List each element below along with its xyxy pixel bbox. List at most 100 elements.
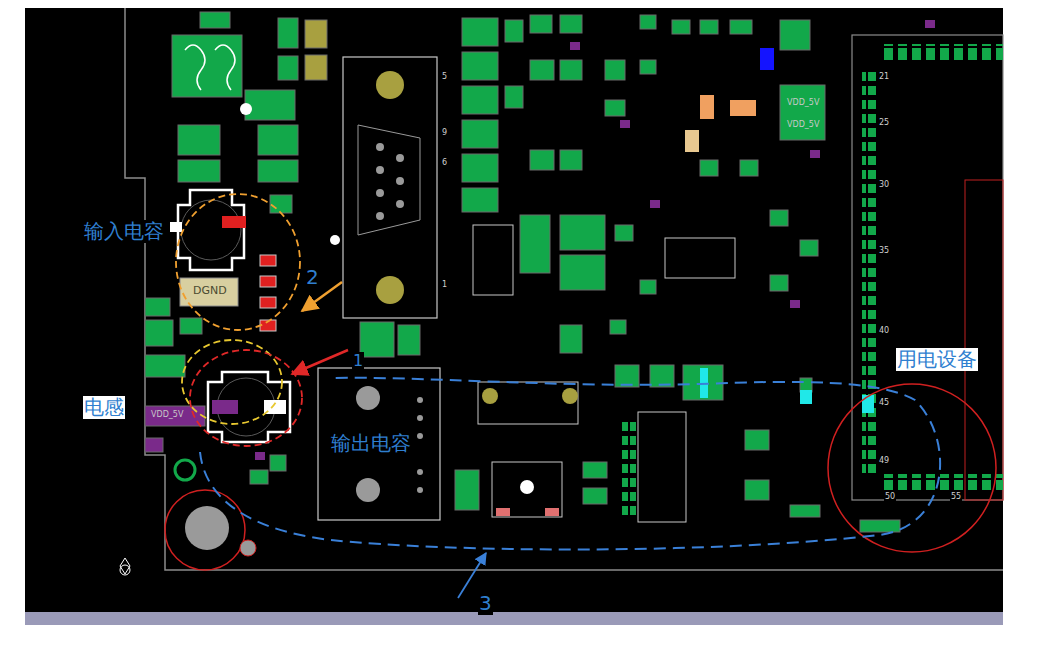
pcb-part [240, 103, 252, 115]
pcb-part [145, 438, 163, 452]
pcb-part [417, 433, 423, 439]
pcb-part [530, 150, 554, 170]
pcb-part [376, 143, 384, 151]
pcb-part [222, 216, 246, 228]
pcb-part [925, 20, 935, 28]
pcb-part [180, 318, 202, 334]
pcb-part [530, 60, 554, 80]
pcb-part [396, 154, 404, 162]
pcb-part [583, 462, 607, 478]
annotation-label: 输入电容 [83, 220, 165, 243]
pcb-part [640, 280, 656, 294]
pcb-part [560, 60, 582, 80]
pcb-part [640, 60, 656, 74]
pcb-part [545, 508, 559, 516]
pcb-part [560, 325, 582, 353]
pcb-part [745, 430, 769, 450]
pcb-part [462, 188, 498, 212]
pcb-part [145, 355, 185, 377]
pin-number: 21 [878, 72, 890, 81]
pcb-part [560, 15, 582, 33]
pcb-part [562, 388, 578, 404]
pin-number: 6 [441, 158, 448, 167]
pcb-part [880, 44, 1003, 60]
pcb-part [255, 20, 935, 460]
pcb-part [178, 160, 220, 182]
annotation-label: 电感 [83, 396, 125, 419]
pcb-part [640, 15, 656, 29]
pcb-part [665, 238, 735, 278]
pcb-part [462, 52, 498, 80]
pcb-part [740, 160, 758, 176]
pcb-part [615, 365, 639, 387]
pin-number: 35 [878, 246, 890, 255]
pcb-part [417, 469, 423, 475]
pcb-part [828, 384, 996, 552]
pcb-part [180, 278, 238, 306]
pcb-part [965, 180, 1003, 500]
pcb-part [560, 150, 582, 170]
pcb-part [305, 55, 327, 80]
pcb-part [165, 490, 245, 570]
pcb-part [376, 189, 384, 197]
pcb-part [605, 60, 625, 80]
pcb-part [620, 120, 630, 128]
annotation-label: 输出电容 [330, 432, 412, 455]
pcb-part [260, 297, 276, 308]
pcb-part [615, 225, 633, 241]
pcb-part [360, 15, 900, 532]
pin-number: 50 [884, 492, 896, 501]
pin-number: 55 [950, 492, 962, 501]
pcb-part [212, 400, 238, 414]
pcb-part [862, 68, 876, 474]
pcb-part [396, 177, 404, 185]
pin-number: 45 [878, 398, 890, 407]
pcb-part [492, 462, 562, 517]
pcb-part [505, 86, 523, 108]
pcb-part [862, 395, 874, 413]
pcb-part [800, 378, 812, 392]
pcb-part [455, 470, 479, 510]
pcb-part [860, 520, 900, 532]
pcb-part [145, 12, 298, 484]
pcb-part [245, 90, 295, 120]
pcb-part [672, 20, 690, 34]
pcb-part [240, 540, 256, 556]
pcb-part [185, 506, 229, 550]
pcb-part [292, 350, 348, 374]
pcb-part [258, 160, 298, 182]
pcb-part [208, 372, 290, 442]
pin-number: 5 [441, 72, 448, 81]
pcb-part [278, 18, 298, 48]
pcb-part [178, 125, 220, 155]
pcb-part [181, 200, 241, 260]
pcb-part [358, 125, 420, 235]
pcb-part [417, 397, 423, 493]
pcb-part [560, 215, 605, 250]
pcb-part [200, 12, 230, 28]
pcb-part [25, 8, 1003, 612]
pcb-part [583, 488, 607, 504]
pcb-part [356, 386, 380, 410]
pcb-part [260, 255, 276, 331]
pin-number: 1 [441, 280, 448, 289]
pcb-part [185, 45, 205, 90]
pcb-part [176, 194, 300, 330]
pcb-part [462, 154, 498, 182]
pcb-part [780, 85, 825, 140]
pcb-part [570, 42, 580, 50]
pcb-part [25, 612, 1003, 625]
pcb-part [178, 190, 244, 270]
pcb-part [200, 378, 940, 550]
callout-number: 3 [478, 592, 493, 615]
pcb-part [330, 235, 340, 245]
pcb-part [396, 200, 404, 208]
pcb-part [120, 558, 130, 574]
pcb-part [482, 388, 498, 404]
pin-number: 30 [878, 180, 890, 189]
net-name: DGND [192, 285, 228, 298]
pcb-part [417, 415, 423, 421]
